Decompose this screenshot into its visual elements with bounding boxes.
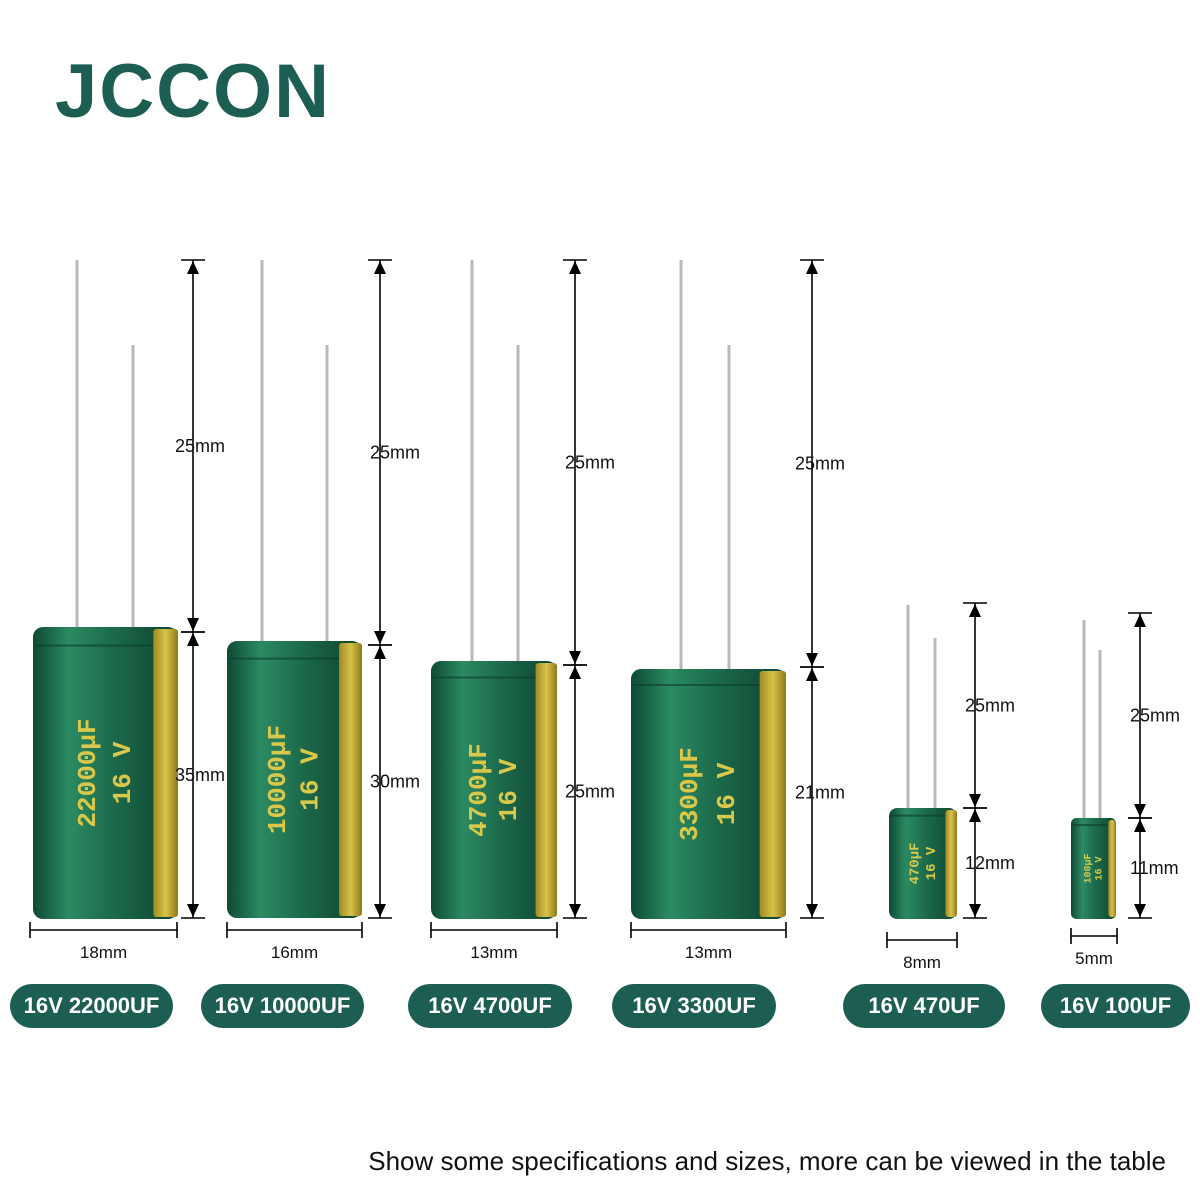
voltage-marking: 16 V [108,741,138,804]
lead-length-dimension-arrow-top [187,261,199,274]
body-height-dimension-arrow-top [374,646,386,659]
body-height-dimension-arrow-top [969,809,981,822]
polarity-stripe [945,810,957,917]
crimp-ring [633,684,784,686]
polarity-stripe [759,671,786,917]
capacitor-label-c4700: 16V 4700UF [408,984,572,1028]
lead-length-label: 25mm [175,436,225,456]
voltage-marking: 16 V [924,846,940,880]
diameter-label: 13mm [470,943,517,962]
capacitor-body [1071,818,1116,919]
body-height-dimension-arrow-bottom [806,904,818,917]
body-height-dimension-arrow-bottom [569,904,581,917]
lead-length-dimension-arrow-bottom [969,794,981,807]
diameter-label: 5mm [1075,949,1113,968]
capacitance-marking: 3300µF [675,747,705,841]
lead-length-dimension-arrow-top [806,261,818,274]
capacitor-body [33,627,178,919]
lead-length-label: 25mm [370,443,420,463]
body-height-label: 11mm [1130,858,1179,878]
diameter-label: 18mm [80,943,127,962]
diameter-label: 13mm [685,943,732,962]
body-height-dimension-arrow-top [1134,819,1146,832]
body-height-label: 12mm [965,853,1015,873]
lead-length-dimension-arrow-bottom [569,651,581,664]
lead-length-dimension-arrow-top [374,261,386,274]
capacitor-label-c10000: 16V 10000UF [201,984,364,1028]
footer-note: Show some specifications and sizes, more… [368,1146,1166,1176]
capacitor-label-c100: 16V 100UF [1041,984,1190,1028]
capacitance-marking: 100µF [1084,853,1095,883]
body-height-label: 35mm [175,765,225,785]
lead-length-dimension-arrow-top [569,261,581,274]
body-height-dimension-arrow-bottom [1134,904,1146,917]
polarity-stripe [535,663,557,917]
lead-length-dimension-arrow-bottom [1134,804,1146,817]
polarity-stripe [153,629,178,917]
voltage-marking: 16 V [712,762,742,825]
body-height-label: 30mm [370,772,420,792]
capacitance-marking: 470µF [908,842,924,884]
capacitor-label-c22000: 16V 22000UF [10,984,173,1028]
body-height-dimension-arrow-top [569,666,581,679]
polarity-stripe [1108,820,1116,917]
diameter-label: 16mm [271,943,318,962]
crimp-ring [433,676,555,679]
capacitor-label-c3300: 16V 3300UF [612,984,776,1028]
polarity-stripe [339,643,362,916]
lead-length-dimension-arrow-bottom [374,631,386,644]
diameter-label: 8mm [903,953,941,972]
lead-length-dimension-arrow-top [969,604,981,617]
lead-length-label: 25mm [1130,706,1180,726]
brand-logo: JCCON [55,49,332,134]
capacitor-label-c470: 16V 470UF [843,984,1005,1028]
body-height-label: 21mm [795,783,845,803]
crimp-ring [891,814,955,817]
body-height-dimension-arrow-bottom [969,904,981,917]
capacitor-body [431,661,557,919]
crimp-ring [229,657,360,660]
capacitance-marking: 10000µF [263,725,293,834]
crimp-ring [35,644,176,647]
lead-length-dimension-arrow-top [1134,614,1146,627]
lead-length-label: 25mm [795,454,845,474]
lead-length-dimension-arrow-bottom [187,618,199,631]
voltage-marking: 16 V [296,748,326,811]
lead-length-label: 25mm [965,696,1015,716]
lead-length-dimension-arrow-bottom [806,653,818,666]
capacitance-marking: 22000µF [73,718,103,827]
body-height-dimension-arrow-top [187,633,199,646]
capacitor-body [227,641,362,918]
crimp-ring [1073,824,1114,827]
body-height-dimension-arrow-bottom [187,904,199,917]
body-height-dimension-arrow-top [806,668,818,681]
voltage-marking: 16 V [494,758,524,821]
voltage-marking: 16 V [1095,856,1106,880]
capacitor-body [631,669,786,919]
body-height-dimension-arrow-bottom [374,904,386,917]
capacitance-marking: 4700µF [464,743,494,837]
body-height-label: 25mm [565,782,615,802]
capacitor-body [889,808,957,919]
lead-length-label: 25mm [565,453,615,473]
